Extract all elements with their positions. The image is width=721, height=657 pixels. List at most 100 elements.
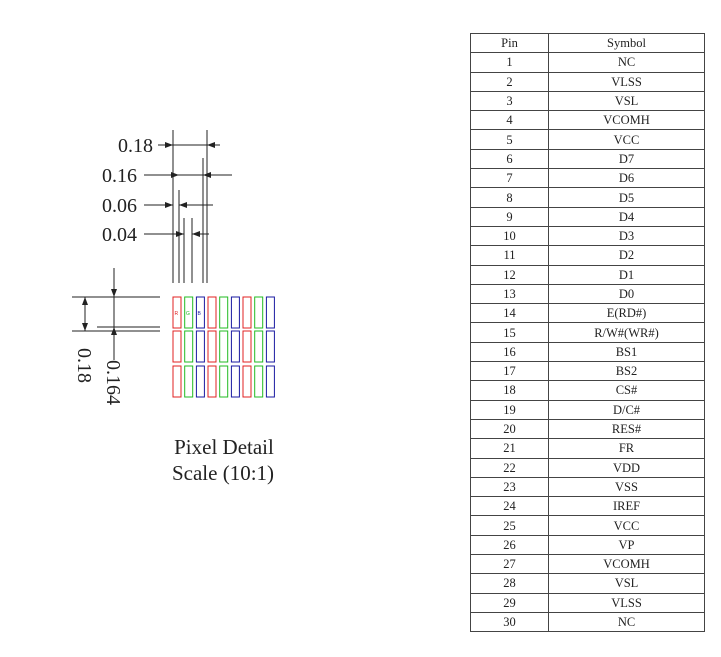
subpixel-blue: [265, 296, 275, 329]
vertical-dimensions: [72, 268, 160, 360]
pin-number-cell: 28: [470, 573, 549, 594]
pin-number-cell: 23: [470, 476, 549, 498]
pin-number-cell: 1: [470, 52, 549, 73]
subpixel-red: [207, 330, 217, 363]
subpixel-red: [242, 330, 252, 363]
pin-number-cell: 4: [470, 110, 549, 131]
subpixel-red: [207, 365, 217, 398]
dim-label-0.18-vertical: 0.18: [73, 348, 95, 383]
subpixel-green: [184, 296, 194, 329]
pin-symbol-cell: VCC: [548, 515, 705, 536]
pin-symbol-cell: BS1: [548, 341, 705, 363]
subpixel-red: [172, 296, 182, 329]
caption-scale: Scale (10:1): [172, 461, 274, 485]
pin-symbol-cell: VSL: [548, 573, 705, 594]
pin-symbol-cell: VCOMH: [548, 554, 705, 575]
subpixel-green: [184, 365, 194, 398]
pin-symbol-cell: D1: [548, 264, 705, 285]
pin-symbol-cell: VSS: [548, 476, 705, 498]
pin-symbol-cell: VLSS: [548, 592, 705, 613]
pixel-grid: [172, 296, 275, 398]
pin-number-cell: 5: [470, 129, 549, 150]
pin-symbol-cell: RES#: [548, 418, 705, 440]
pin-number-cell: 30: [470, 611, 549, 633]
pin-symbol-cell: D3: [548, 225, 705, 247]
subpixel-green: [254, 365, 264, 398]
subpixel-red: [172, 330, 182, 363]
subpixel-red: [242, 296, 252, 329]
pin-number-cell: 6: [470, 148, 549, 170]
subpixel-blue: [195, 296, 205, 329]
pin-number-cell: 8: [470, 187, 549, 208]
dim-label-0.164: 0.164: [102, 360, 124, 405]
pin-number-cell: 3: [470, 90, 549, 112]
subpixel-green: [254, 330, 264, 363]
dim-label-0.16: 0.16: [102, 165, 137, 187]
pin-number-cell: 11: [470, 245, 549, 266]
pin-number-cell: 16: [470, 341, 549, 363]
pin-number-cell: 24: [470, 496, 549, 517]
pin-symbol-cell: VCOMH: [548, 110, 705, 131]
pin-number-cell: 12: [470, 264, 549, 285]
subpixel-letter-b: B: [198, 311, 202, 317]
subpixel-blue: [195, 330, 205, 363]
subpixel-blue: [230, 365, 240, 398]
pin-number-cell: 20: [470, 418, 549, 440]
pin-number-cell: 25: [470, 515, 549, 536]
pin-symbol-cell: D0: [548, 283, 705, 305]
pin-number-cell: 13: [470, 283, 549, 305]
pixel-detail-diagram: 0.18 0.16 0.06 0.04 0.18 0.164 R G B Pix…: [72, 130, 275, 485]
extension-lines: [172, 130, 208, 283]
dim-label-0.04: 0.04: [102, 224, 137, 246]
subpixel-green: [184, 330, 194, 363]
subpixel-green: [254, 296, 264, 329]
caption-pixel-detail: Pixel Detail: [174, 435, 274, 459]
subpixel-blue: [195, 365, 205, 398]
pin-number-cell: 7: [470, 168, 549, 189]
header-pin: Pin: [470, 32, 549, 54]
pin-symbol-cell: D6: [548, 168, 705, 189]
pin-number-cell: 26: [470, 534, 549, 556]
pin-symbol-cell: VP: [548, 534, 705, 556]
pin-symbol-cell: D2: [548, 245, 705, 266]
subpixel-blue: [265, 365, 275, 398]
pin-symbol-cell: NC: [548, 611, 705, 633]
header-symbol: Symbol: [548, 32, 705, 54]
pin-symbol-cell: VLSS: [548, 71, 705, 92]
pin-symbol-cell: D4: [548, 206, 705, 227]
pin-number-cell: 22: [470, 457, 549, 478]
table-header-row: Pin Symbol: [470, 32, 705, 54]
subpixel-red: [207, 296, 217, 329]
pin-symbol-cell: D5: [548, 187, 705, 208]
subpixel-red: [242, 365, 252, 398]
subpixel-letter-r: R: [175, 311, 179, 317]
pin-symbol-cell: VSL: [548, 90, 705, 112]
dim-label-0.06: 0.06: [102, 195, 137, 217]
subpixel-green: [219, 330, 229, 363]
pin-symbol-cell: FR: [548, 438, 705, 459]
pin-symbol-cell: CS#: [548, 380, 705, 401]
pin-number-cell: 18: [470, 380, 549, 401]
pin-symbol-cell: BS2: [548, 361, 705, 382]
pin-symbol-cell: VCC: [548, 129, 705, 150]
